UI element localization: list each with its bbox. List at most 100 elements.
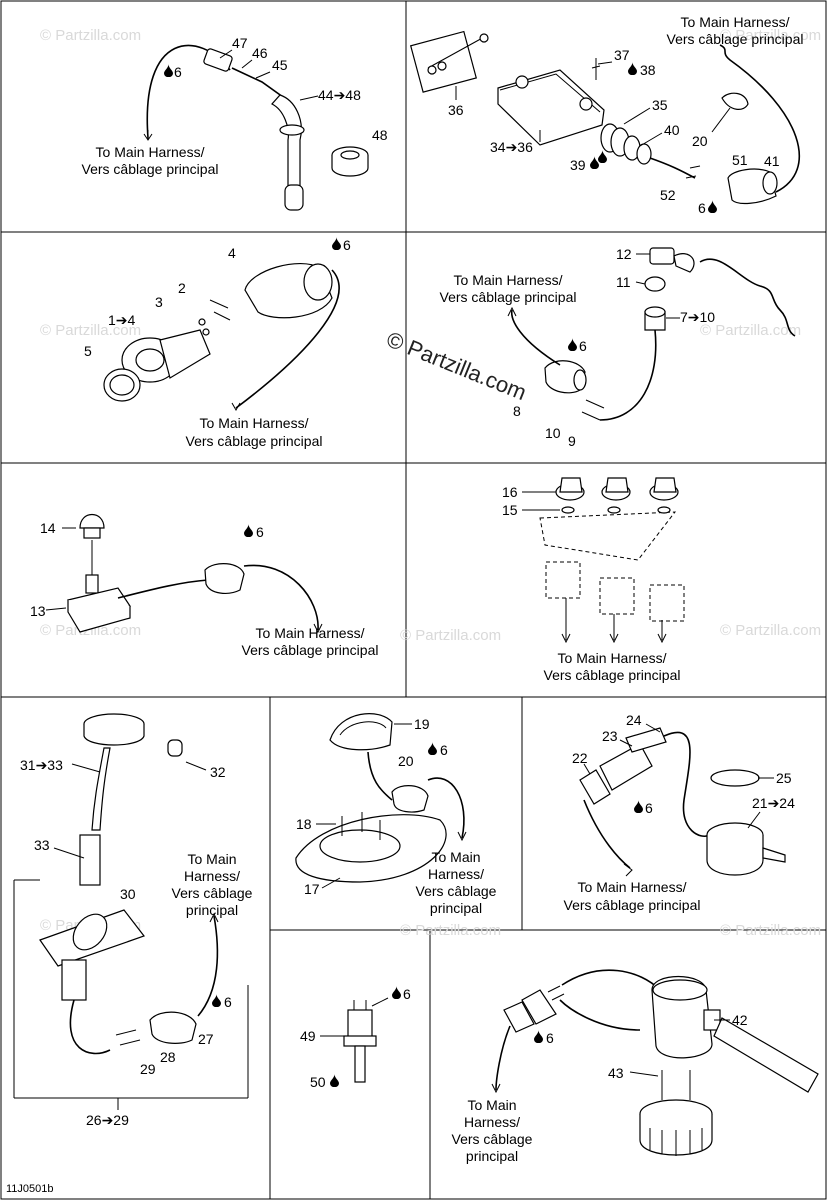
callout-51: 51 — [732, 152, 748, 168]
callout-4: 4 — [228, 245, 236, 261]
grommet-48 — [331, 146, 369, 177]
callout-26-29: 26➔29 — [86, 1112, 129, 1128]
callout-10: 10 — [545, 425, 561, 441]
harness-note-p6-line2: Vers câblage principal — [544, 667, 681, 683]
harness-note-p7-line3: Vers câblage — [172, 885, 253, 901]
callout-6f: 6 — [224, 994, 232, 1010]
diagram-code: 11J0501b — [6, 1183, 54, 1195]
callout-6d: 6 — [579, 338, 587, 354]
panel-fuel-sender: 47 46 45 44➔48 48 6 To Main Harness/ Ver… — [82, 35, 388, 211]
callout-17: 17 — [304, 881, 320, 897]
callout-38: 38 — [640, 62, 656, 78]
callout-52: 52 — [660, 187, 676, 203]
switch-housing-4 — [244, 263, 333, 319]
switch-body-1 — [121, 329, 211, 383]
callout-1-4: 1➔4 — [108, 312, 136, 328]
connector-8 — [544, 360, 587, 394]
harness-note-p9-line2: Vers câblage principal — [564, 897, 701, 913]
svg-text:© Partzilla.com: © Partzilla.com — [400, 627, 501, 644]
callout-6: 6 — [174, 64, 182, 80]
callout-6e: 6 — [256, 524, 264, 540]
callout-46: 46 — [252, 45, 268, 61]
callout-30: 30 — [120, 886, 136, 902]
strainer-base — [639, 1099, 713, 1156]
callout-18: 18 — [296, 816, 312, 832]
pump-body-42 — [651, 975, 721, 1059]
callout-45: 45 — [272, 57, 288, 73]
callout-48: 48 — [372, 127, 388, 143]
callout-50: 50 — [310, 1074, 326, 1090]
callout-23: 23 — [602, 728, 618, 744]
callout-15: 15 — [502, 502, 518, 518]
harness-note-p4-line1: To Main Harness/ — [454, 272, 563, 288]
callout-20b: 20 — [398, 753, 414, 769]
harness-note-p5-line2: Vers câblage principal — [242, 642, 379, 658]
harness-note-p5-line1: To Main Harness/ — [256, 625, 365, 641]
harness-note-p9-line1: To Main Harness/ — [578, 879, 687, 895]
panel-switch: 4 6 2 3 1➔4 5 To Main Harness/ Vers câbl… — [84, 237, 351, 449]
panel-stern-light: 19 20 6 18 17 To Main Harness/ Vers câbl… — [295, 713, 497, 916]
connector-20 — [391, 785, 429, 813]
harness-note-p8-line2: Harness/ — [428, 866, 484, 882]
callout-49: 49 — [300, 1028, 316, 1044]
callout-7-10: 7➔10 — [680, 309, 715, 325]
harness-note-p3-line1: To Main Harness/ — [200, 415, 309, 431]
harness-note-p11-line1: To Main — [467, 1097, 516, 1113]
harness-note-p6-line1: To Main Harness/ — [558, 650, 667, 666]
harness-note-p7-line1: To Main — [187, 851, 236, 867]
harness-note-p8-line1: To Main — [431, 849, 480, 865]
callout-20: 20 — [692, 133, 708, 149]
panel-bilge-pump: 42 6 43 To Main Harness/ Vers câblage pr… — [452, 969, 819, 1164]
harness-note-p2-line2: Vers câblage principal — [667, 31, 804, 47]
harness-note-p2-line1: To Main Harness/ — [681, 14, 790, 30]
harness-note-p8-line3: Vers câblage — [416, 883, 497, 899]
callout-27: 27 — [198, 1031, 214, 1047]
callout-6h: 6 — [645, 800, 653, 816]
callout-6j: 6 — [546, 1030, 554, 1046]
panel-lanyard: 12 11 7➔10 6 8 10 9 To Main Harness/ Ver… — [440, 246, 796, 449]
callout-2: 2 — [178, 280, 186, 296]
callout-39: 39 — [570, 157, 586, 173]
callout-3: 3 — [155, 294, 163, 310]
callout-9: 9 — [568, 433, 576, 449]
callout-41: 41 — [764, 153, 780, 169]
svg-text:© Partzilla.com: © Partzilla.com — [720, 27, 821, 44]
panel-gauge-sender: 37 38 36 35 34➔36 40 20 39 51 41 52 6 To… — [409, 14, 804, 216]
watermarks: © Partzilla.com © Partzilla.com © Partzi… — [40, 27, 821, 939]
connector-6 — [204, 563, 245, 594]
knob-16-a — [555, 477, 585, 501]
callout-32: 32 — [210, 764, 226, 780]
callout-21-24: 21➔24 — [752, 795, 795, 811]
callout-6g: 6 — [440, 742, 448, 758]
svg-text:© Partzilla.com: © Partzilla.com — [40, 322, 141, 339]
callout-37: 37 — [614, 47, 630, 63]
callout-25: 25 — [776, 770, 792, 786]
callout-11: 11 — [616, 274, 631, 290]
callout-47: 47 — [232, 35, 248, 51]
callout-43: 43 — [608, 1065, 624, 1081]
harness-note-p3-line2: Vers câblage principal — [186, 433, 323, 449]
panel-switch-bank: 16 15 To Main Harness/ Vers câblage prin… — [502, 477, 685, 683]
seal-35 — [600, 123, 652, 165]
callout-5: 5 — [84, 343, 92, 359]
svg-text:© Partzilla.com: © Partzilla.com — [400, 922, 501, 939]
panel-nav-light: 31➔33 32 33 30 6 27 28 29 26➔29 To Main … — [13, 713, 253, 1128]
svg-text:© Partzilla.com: © Partzilla.com — [40, 27, 141, 44]
panel-temp-sensor: 6 49 50 — [300, 986, 411, 1090]
callout-31-33: 31➔33 — [20, 757, 63, 773]
harness-note-line1: To Main Harness/ — [96, 144, 205, 160]
callout-8: 8 — [513, 403, 521, 419]
callout-22: 22 — [572, 750, 588, 766]
callout-13: 13 — [30, 603, 46, 619]
svg-text:© Partzilla.com: © Partzilla.com — [700, 322, 801, 339]
harness-note-p7-line2: Harness/ — [184, 868, 240, 884]
callout-6b: 6 — [698, 200, 706, 216]
harness-note-p8-line4: principal — [430, 900, 482, 916]
callout-16: 16 — [502, 484, 518, 500]
knob-16-b — [601, 477, 631, 501]
connector-27 — [149, 1011, 197, 1044]
panel-push-button: 14 6 13 To Main Harness/ Vers câblage pr… — [30, 513, 379, 658]
callout-34-36: 34➔36 — [490, 139, 533, 155]
harness-note-p11-line3: Vers câblage — [452, 1131, 533, 1147]
